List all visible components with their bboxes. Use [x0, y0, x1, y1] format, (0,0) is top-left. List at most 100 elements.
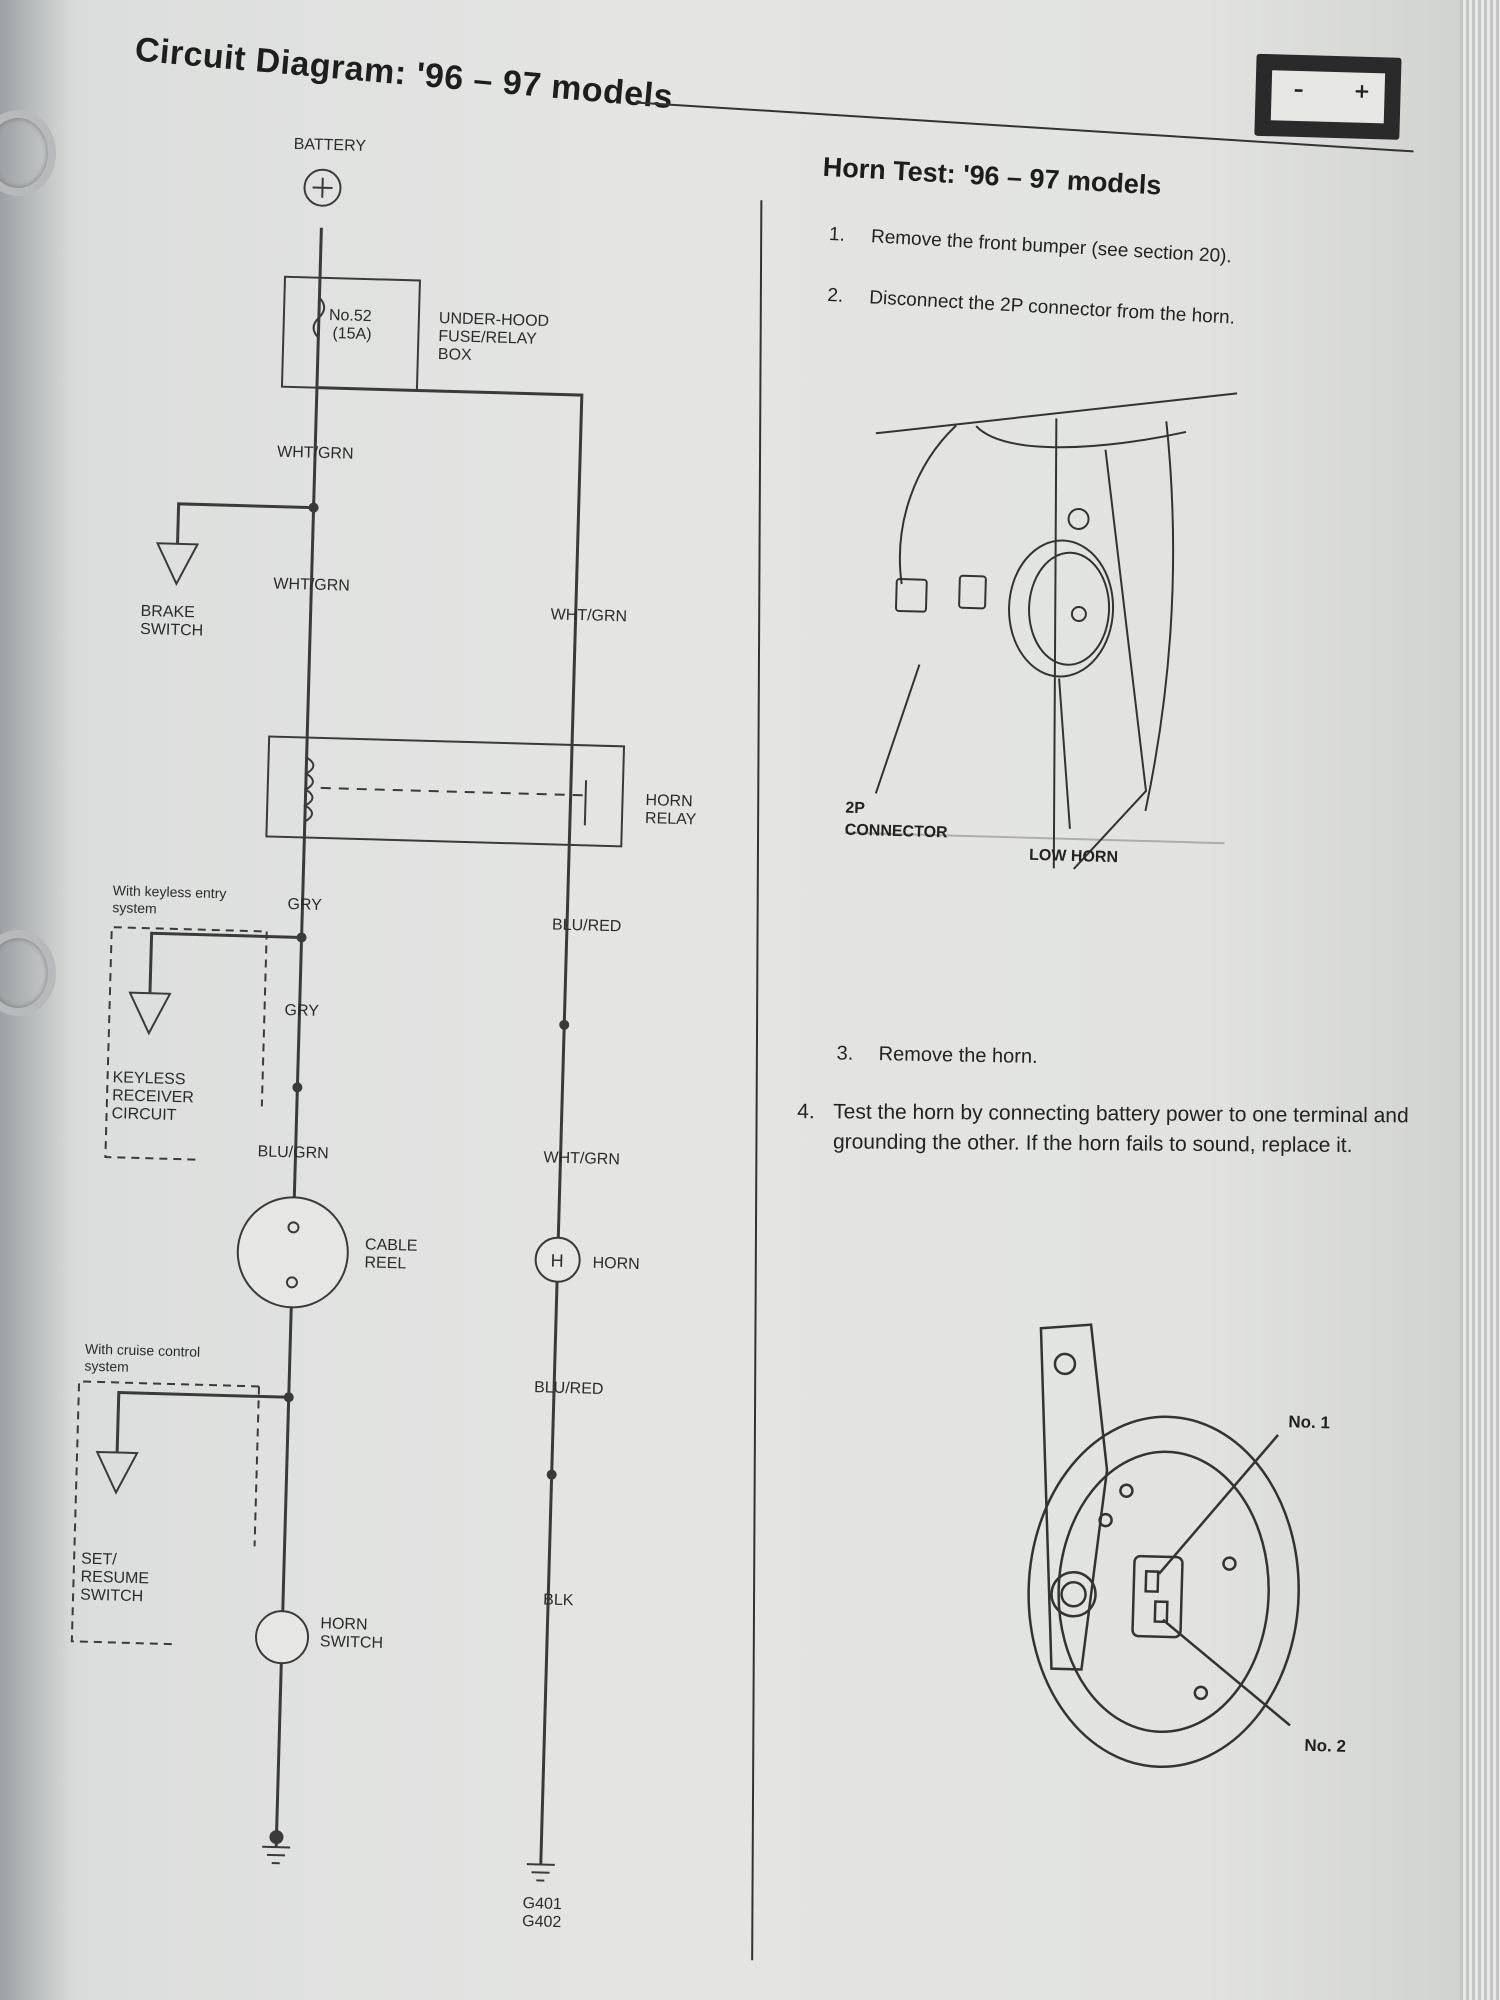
label-set-1: SET/	[81, 1551, 118, 1569]
label-connector: CONNECTOR	[845, 822, 949, 842]
relay-coil-symbol	[303, 756, 315, 823]
keyless-ground-symbol	[128, 991, 172, 1036]
low-horn-center	[1070, 606, 1087, 623]
horn-terminals-illustration: No. 1 No. 2	[1027, 1323, 1346, 1769]
label-wire-blk: BLK	[543, 1591, 574, 1609]
label-horn-switch-1: HORN	[320, 1615, 368, 1633]
junction-dot	[296, 932, 307, 943]
fuse-symbol	[312, 297, 326, 339]
label-keyless-1: KEYLESS	[112, 1069, 185, 1088]
battery-section-icon: – +	[1254, 53, 1402, 140]
step-text: Disconnect the 2P connector from the hor…	[868, 287, 1236, 329]
fuse-box-outline	[280, 275, 421, 392]
wire-left-main	[274, 227, 323, 1848]
low-horn-body	[1008, 539, 1115, 678]
battery-plus-symbol: +	[1353, 78, 1371, 103]
connector-lead	[898, 424, 957, 585]
label-wire-wht-grn: WHT/GRN	[273, 576, 350, 595]
wire-keyless-branch	[148, 931, 302, 994]
label-wire-blu-grn: BLU/GRN	[257, 1143, 329, 1162]
step-text: Remove the horn.	[878, 1043, 1038, 1068]
label-cruise-note-2: system	[84, 1358, 129, 1375]
junction-dot	[559, 1019, 570, 1030]
binder-ring-top	[0, 110, 56, 196]
label-fusebox-3: BOX	[438, 346, 473, 364]
cruise-option-box	[70, 1380, 260, 1646]
label-horn: HORN	[592, 1255, 640, 1273]
horn-face	[1057, 1450, 1270, 1734]
leader-horn	[1058, 678, 1071, 829]
step-text: Remove the front bumper (see section 20)…	[870, 226, 1233, 268]
label-no1: No. 1	[1288, 1412, 1330, 1432]
horn-bracket	[1039, 1323, 1109, 1671]
label-cruise-note-1: With cruise control	[85, 1341, 201, 1360]
horn-symbol	[534, 1236, 581, 1283]
step-2: 2. Disconnect the 2P connector from the h…	[827, 285, 1236, 330]
terminal-no1	[1144, 1570, 1160, 1593]
low-horn-diaphragm	[1028, 551, 1111, 666]
label-relay-2: RELAY	[645, 810, 697, 828]
label-relay-1: HORN	[645, 792, 693, 810]
label-wire-blu-red: BLU/RED	[552, 916, 622, 935]
horn-terminal-housing	[1131, 1554, 1184, 1639]
leader-no2	[1162, 1618, 1291, 1727]
relay-contact-symbol	[583, 780, 588, 826]
2p-connector-plug	[895, 578, 928, 613]
section-title: Horn Test: '96 – 97 models	[822, 151, 1163, 201]
label-wire-wht-grn: WHT/GRN	[543, 1149, 620, 1168]
label-brake-2: SWITCH	[140, 621, 204, 640]
label-keyless-2: RECEIVER	[112, 1087, 194, 1106]
label-wire-gry: GRY	[284, 1002, 319, 1020]
horn-nut	[1050, 1571, 1097, 1618]
horn-location-illustration: 2P CONNECTOR LOW HORN	[845, 392, 1238, 870]
label-wire-blu-red: BLU/RED	[534, 1379, 604, 1398]
label-cable-reel-1: CABLE	[365, 1236, 418, 1254]
junction-dot	[269, 1830, 284, 1845]
label-brake-1: BRAKE	[140, 603, 195, 622]
label-wire-wht-grn: WHT/GRN	[550, 606, 627, 625]
battery-minus-symbol: –	[1293, 76, 1304, 102]
frame-curve	[1144, 421, 1175, 812]
label-fuse-number: No.52	[329, 307, 372, 325]
battery-symbol	[303, 168, 342, 207]
step-number: 3.	[836, 1042, 854, 1065]
cable-reel-symbol	[236, 1196, 349, 1309]
label-fusebox-2: FUSE/RELAY	[438, 328, 537, 348]
horn-rim	[1027, 1415, 1300, 1769]
label-set-2: RESUME	[80, 1569, 149, 1588]
wire-brake-branch	[176, 502, 314, 544]
label-set-3: SWITCH	[80, 1587, 144, 1606]
junction-dot	[308, 502, 319, 513]
step-number: 1.	[828, 223, 846, 246]
junction-dot	[546, 1469, 557, 1480]
bracket-edge	[1052, 418, 1058, 869]
label-battery: BATTERY	[293, 136, 366, 155]
label-horn-symbol: H	[550, 1251, 564, 1271]
page-stack-edge	[1460, 0, 1500, 2000]
leader-no1	[1158, 1434, 1280, 1575]
keyless-option-box	[104, 926, 262, 1161]
label-low-horn: LOW HORN	[1029, 847, 1118, 866]
label-cable-reel-2: REEL	[364, 1254, 406, 1272]
label-fusebox-1: UNDER-HOOD	[439, 310, 550, 330]
bumper-edge	[875, 392, 1238, 435]
step-1: 1. Remove the front bumper (see section 2…	[828, 223, 1233, 268]
cruise-ground-symbol	[95, 1450, 139, 1495]
step-4: 4. Test the horn by connecting battery p…	[797, 1097, 1473, 1161]
harness-line	[975, 425, 1187, 449]
brake-switch-symbol	[155, 542, 200, 587]
step-number: 2.	[826, 284, 844, 307]
junction-dot	[292, 1082, 303, 1093]
bracket-hole	[1053, 1352, 1077, 1376]
step-text: Test the horn by connecting battery powe…	[832, 1100, 1409, 1157]
label-keyless-note-1: With keyless entry	[113, 882, 227, 901]
label-ground-2: G402	[522, 1913, 562, 1931]
label-horn-switch-2: SWITCH	[320, 1633, 384, 1652]
label-wire-wht-grn: WHT/GRN	[277, 444, 354, 463]
label-fuse-rating: (15A)	[332, 325, 372, 343]
label-keyless-note-2: system	[112, 899, 157, 916]
label-2p: 2P	[845, 800, 865, 818]
binder-ring-bottom	[0, 930, 56, 1016]
